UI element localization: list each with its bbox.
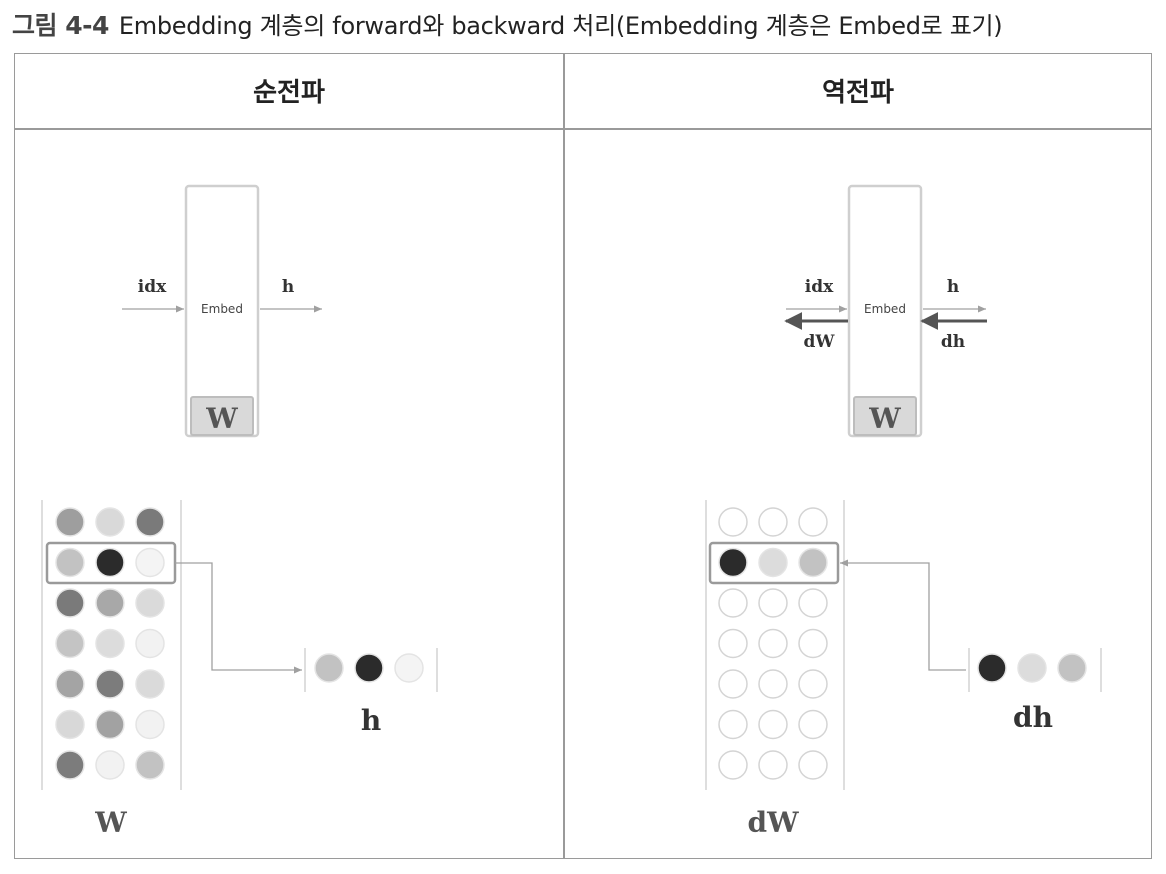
backward-matrix-cell <box>758 588 788 618</box>
backward-weight-label: W <box>868 402 901 435</box>
forward-idx-label: idx <box>138 277 167 297</box>
forward-matrix-cell <box>55 547 85 578</box>
backward-matrix-cell <box>718 507 748 537</box>
backward-matrix-cell <box>798 507 828 537</box>
forward-vector-cell <box>354 653 384 683</box>
backward-vector-label: dh <box>1013 701 1053 734</box>
forward-matrix-cell <box>55 628 85 659</box>
backward-matrix-cell <box>718 588 748 618</box>
backward-panel-title: 역전파 <box>822 78 894 108</box>
forward-embed-label: Embed <box>201 302 243 316</box>
forward-matrix-cell <box>95 588 125 618</box>
backward-matrix-cell <box>718 669 748 699</box>
forward-matrix-cell <box>135 669 165 699</box>
backward-matrix-cell <box>758 547 788 578</box>
forward-weight-box <box>190 396 254 436</box>
forward-matrix-cell <box>95 547 125 578</box>
forward-matrix-cell <box>135 750 165 780</box>
forward-matrix-cell <box>55 669 85 699</box>
forward-matrix-cell <box>95 709 125 740</box>
backward-gradient-matrix <box>718 507 828 780</box>
forward-matrix-label: W <box>94 806 127 839</box>
backward-matrix-cell <box>798 750 828 780</box>
backward-weight-box <box>853 396 917 436</box>
backward-idx-label: idx <box>805 277 834 297</box>
forward-lookup-arrow <box>175 562 302 674</box>
forward-matrix-cell <box>55 709 85 740</box>
backward-matrix-cell <box>798 669 828 699</box>
forward-h-label: h <box>282 277 294 297</box>
forward-weight-label: W <box>205 402 238 435</box>
forward-matrix-cell <box>135 709 165 740</box>
forward-matrix-cell <box>55 588 85 618</box>
figure-frame: 순전파 역전파 <box>14 53 1152 859</box>
forward-matrix-cell <box>135 547 165 578</box>
backward-matrix-cell <box>798 588 828 618</box>
panel-divider <box>563 54 565 858</box>
forward-embed-layer: Embed W <box>184 184 260 438</box>
forward-vector-label: h <box>361 704 381 737</box>
forward-weight-matrix <box>55 507 165 780</box>
forward-matrix-cell <box>95 669 125 699</box>
backward-matrix-cell <box>718 547 748 578</box>
backward-matrix-label: dW <box>747 806 799 839</box>
backward-vector-cell <box>1057 653 1087 683</box>
forward-matrix-cell <box>95 628 125 659</box>
backward-dw-label: dW <box>804 332 836 352</box>
backward-matrix-cell <box>758 669 788 699</box>
backward-embed-layer: Embed W <box>847 184 923 438</box>
figure-title: Embedding 계층의 forward와 backward 처리(Embed… <box>118 12 1003 40</box>
forward-matrix-cell <box>95 750 125 780</box>
backward-gradient-vector <box>977 653 1087 683</box>
header-divider <box>15 128 1151 130</box>
backward-matrix-cell <box>718 628 748 659</box>
backward-vector-cell <box>977 653 1007 683</box>
backward-h-label: h <box>947 277 959 297</box>
backward-matrix-cell <box>718 750 748 780</box>
backward-matrix-cell <box>798 547 828 578</box>
backward-matrix-cell <box>758 750 788 780</box>
backward-matrix-cell <box>758 709 788 740</box>
figure-number: 그림 4-4 <box>12 11 109 40</box>
figure-caption: 그림 4-4 Embedding 계층의 forward와 backward 처리… <box>12 6 1003 42</box>
forward-matrix-cell <box>135 628 165 659</box>
backward-selected-row-box <box>708 541 840 585</box>
backward-matrix-cell <box>758 507 788 537</box>
forward-vector-cell <box>394 653 424 683</box>
forward-output-vector <box>314 653 424 683</box>
backward-scatter-arrow <box>840 559 966 671</box>
backward-matrix-cell <box>758 628 788 659</box>
forward-matrix-cell <box>135 588 165 618</box>
backward-matrix-cell <box>718 709 748 740</box>
backward-matrix-cell <box>798 628 828 659</box>
backward-dh-label: dh <box>941 332 965 352</box>
forward-matrix-cell <box>135 507 165 537</box>
forward-vector-cell <box>314 653 344 683</box>
backward-vector-cell <box>1017 653 1047 683</box>
backward-embed-label: Embed <box>864 302 906 316</box>
forward-matrix-cell <box>95 507 125 537</box>
forward-panel-title: 순전파 <box>253 78 325 108</box>
forward-matrix-cell <box>55 507 85 537</box>
forward-matrix-cell <box>55 750 85 780</box>
backward-matrix-cell <box>798 709 828 740</box>
